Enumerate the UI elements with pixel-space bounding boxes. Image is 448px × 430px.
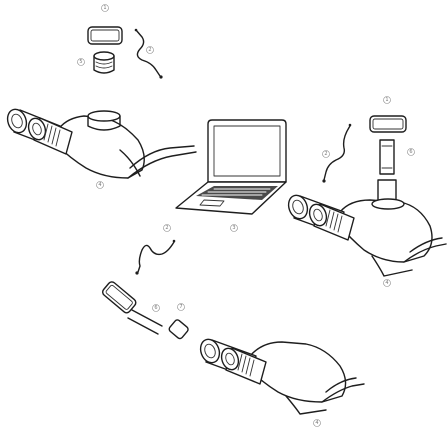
microscope-head-bottom bbox=[197, 337, 364, 414]
label-camera-right: 1 bbox=[385, 97, 388, 103]
label-adapter-top: 5 bbox=[79, 59, 82, 65]
top-left-group: 1 2 5 bbox=[78, 5, 163, 79]
ring-icon bbox=[168, 319, 189, 340]
label-cable-top: 2 bbox=[148, 47, 151, 53]
camera-icon-right bbox=[370, 116, 406, 132]
label-camera-top: 1 bbox=[103, 5, 106, 11]
label-microscope-top: 4 bbox=[98, 182, 101, 188]
label-relay-right: 6 bbox=[409, 149, 412, 155]
right-group: 1 6 2 4 bbox=[285, 97, 446, 287]
label-cable-right: 2 bbox=[324, 151, 327, 157]
laptop-icon: 3 bbox=[176, 120, 286, 232]
cable-icon-bottom bbox=[138, 242, 174, 272]
bottom-group: 2 6 7 bbox=[101, 225, 364, 427]
label-cable-bottom: 2 bbox=[165, 225, 168, 231]
camera-icon-bottom bbox=[101, 280, 137, 314]
relay-lens-icon bbox=[380, 140, 394, 174]
label-microscope-bottom: 4 bbox=[315, 420, 318, 426]
label-ring-bottom: 7 bbox=[179, 304, 182, 310]
label-microscope-right: 4 bbox=[385, 280, 388, 286]
label-relay-bottom: 6 bbox=[154, 305, 157, 311]
label-laptop: 3 bbox=[232, 225, 235, 231]
adapter-icon bbox=[94, 52, 114, 73]
microscope-head-top: 4 bbox=[4, 107, 196, 189]
